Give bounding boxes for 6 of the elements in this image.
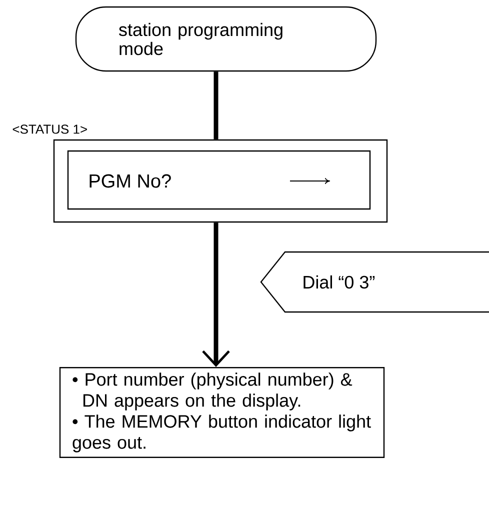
connector-line	[214, 72, 218, 140]
connector-line	[202, 222, 230, 367]
terminal-box: station programming mode	[75, 6, 377, 72]
status-label: <STATUS 1>	[12, 124, 87, 134]
result-box: • Port number (physical number) & DN appears on the display. • The MEMORY button indicator light goes out.	[59, 367, 385, 458]
display-box: PGM No?	[53, 139, 388, 223]
